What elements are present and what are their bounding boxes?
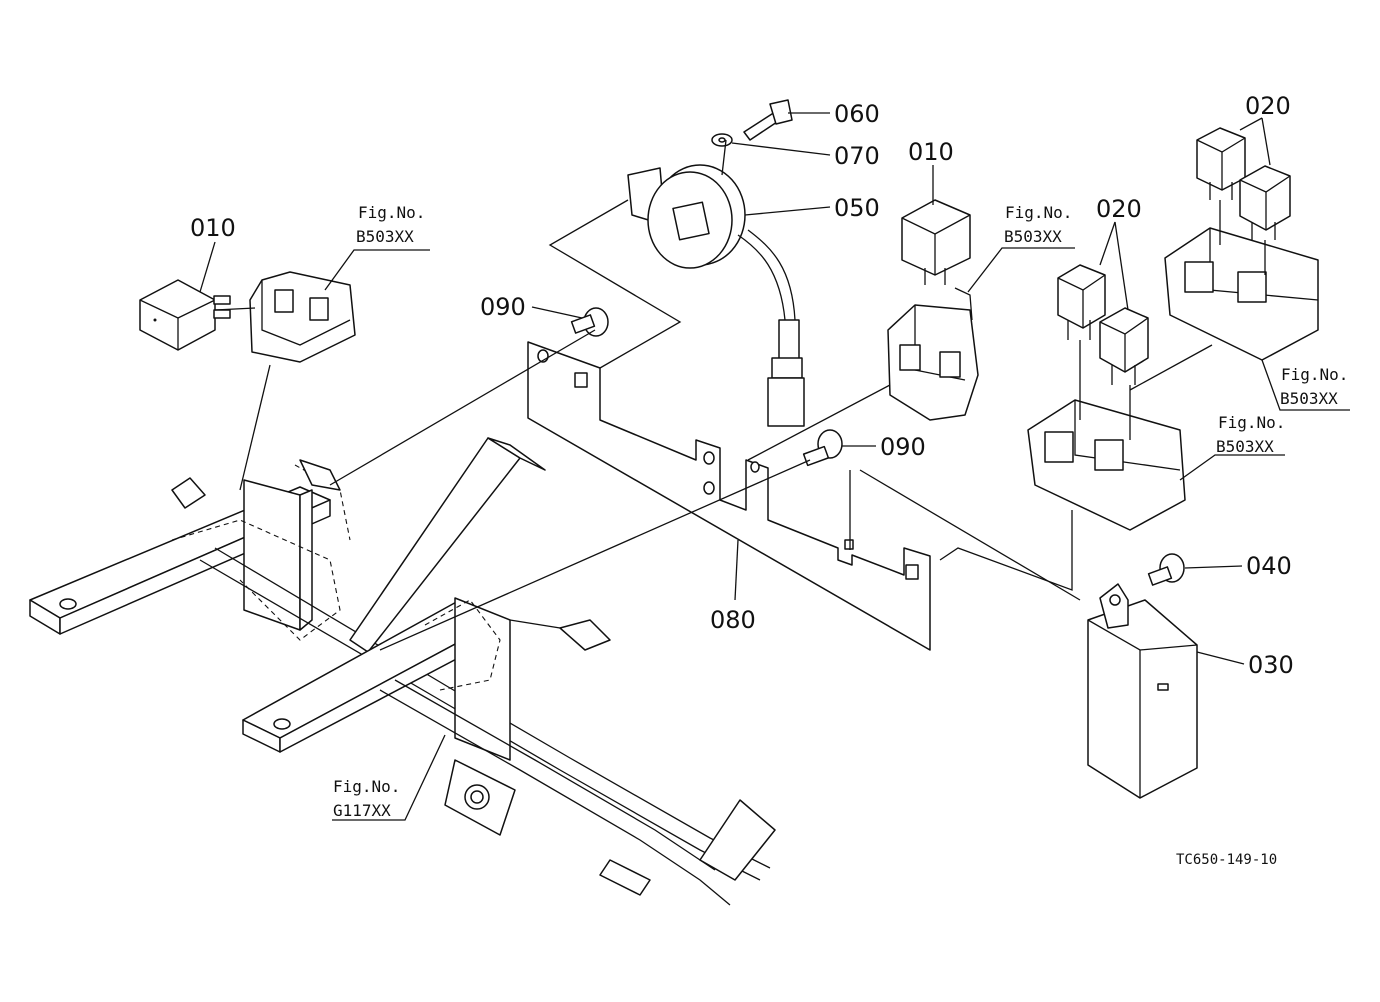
fig-ref-right-upper-line2: B503XX bbox=[1280, 389, 1338, 408]
label-090-left: 090 bbox=[480, 293, 526, 321]
fig-ref-mid-line1: Fig.No. bbox=[1005, 203, 1072, 222]
label-020-right: 020 bbox=[1245, 92, 1291, 120]
fig-ref-left-line2: B503XX bbox=[356, 227, 414, 246]
leader-lines bbox=[199, 112, 1350, 821]
relay-010-mid bbox=[901, 199, 971, 285]
label-060: 060 bbox=[834, 100, 880, 128]
label-090-right: 090 bbox=[880, 433, 926, 461]
figure-references: Fig.No. B503XX Fig.No. B503XX Fig.No. B5… bbox=[333, 203, 1348, 820]
relay-020-right-a bbox=[1196, 127, 1246, 200]
washer-070 bbox=[711, 133, 733, 147]
drawing-code: TC650-149-10 bbox=[1176, 852, 1277, 868]
label-010-left: 010 bbox=[190, 214, 236, 242]
label-050: 050 bbox=[834, 194, 880, 222]
fig-ref-right-upper-line1: Fig.No. bbox=[1281, 365, 1348, 384]
fig-ref-right-lower-line2: B503XX bbox=[1216, 437, 1274, 456]
relay-socket-left bbox=[249, 271, 356, 363]
part-labels: 010 010 020 020 030 040 050 060 070 080 … bbox=[190, 92, 1294, 679]
relay-020-mid-b bbox=[1099, 307, 1149, 385]
relay-socket-right-lower bbox=[1027, 340, 1186, 531]
relay-020-mid-a bbox=[1057, 264, 1106, 340]
fig-ref-frame-line2: G117XX bbox=[333, 801, 391, 820]
frame-assembly bbox=[29, 437, 776, 906]
flasher-unit-030 bbox=[1087, 583, 1198, 799]
relay-socket-mid bbox=[887, 287, 979, 421]
label-080: 080 bbox=[710, 606, 756, 634]
relay-020-right-b bbox=[1239, 165, 1291, 240]
mounting-plate-080 bbox=[527, 341, 931, 651]
relay-socket-right-upper bbox=[1164, 200, 1319, 361]
fig-ref-left-line1: Fig.No. bbox=[358, 203, 425, 222]
label-070: 070 bbox=[834, 142, 880, 170]
bolt-060 bbox=[743, 99, 793, 141]
fig-ref-mid-line2: B503XX bbox=[1004, 227, 1062, 246]
buzzer-050 bbox=[627, 164, 805, 427]
screw-040 bbox=[1147, 553, 1185, 586]
label-010-mid: 010 bbox=[908, 138, 954, 166]
fig-ref-frame-line1: Fig.No. bbox=[333, 777, 400, 796]
label-030: 030 bbox=[1248, 651, 1294, 679]
label-020-mid: 020 bbox=[1096, 195, 1142, 223]
relay-010-left bbox=[139, 279, 231, 351]
screw-090-left bbox=[570, 307, 609, 337]
fig-ref-right-lower-line1: Fig.No. bbox=[1218, 413, 1285, 432]
label-040: 040 bbox=[1246, 552, 1292, 580]
